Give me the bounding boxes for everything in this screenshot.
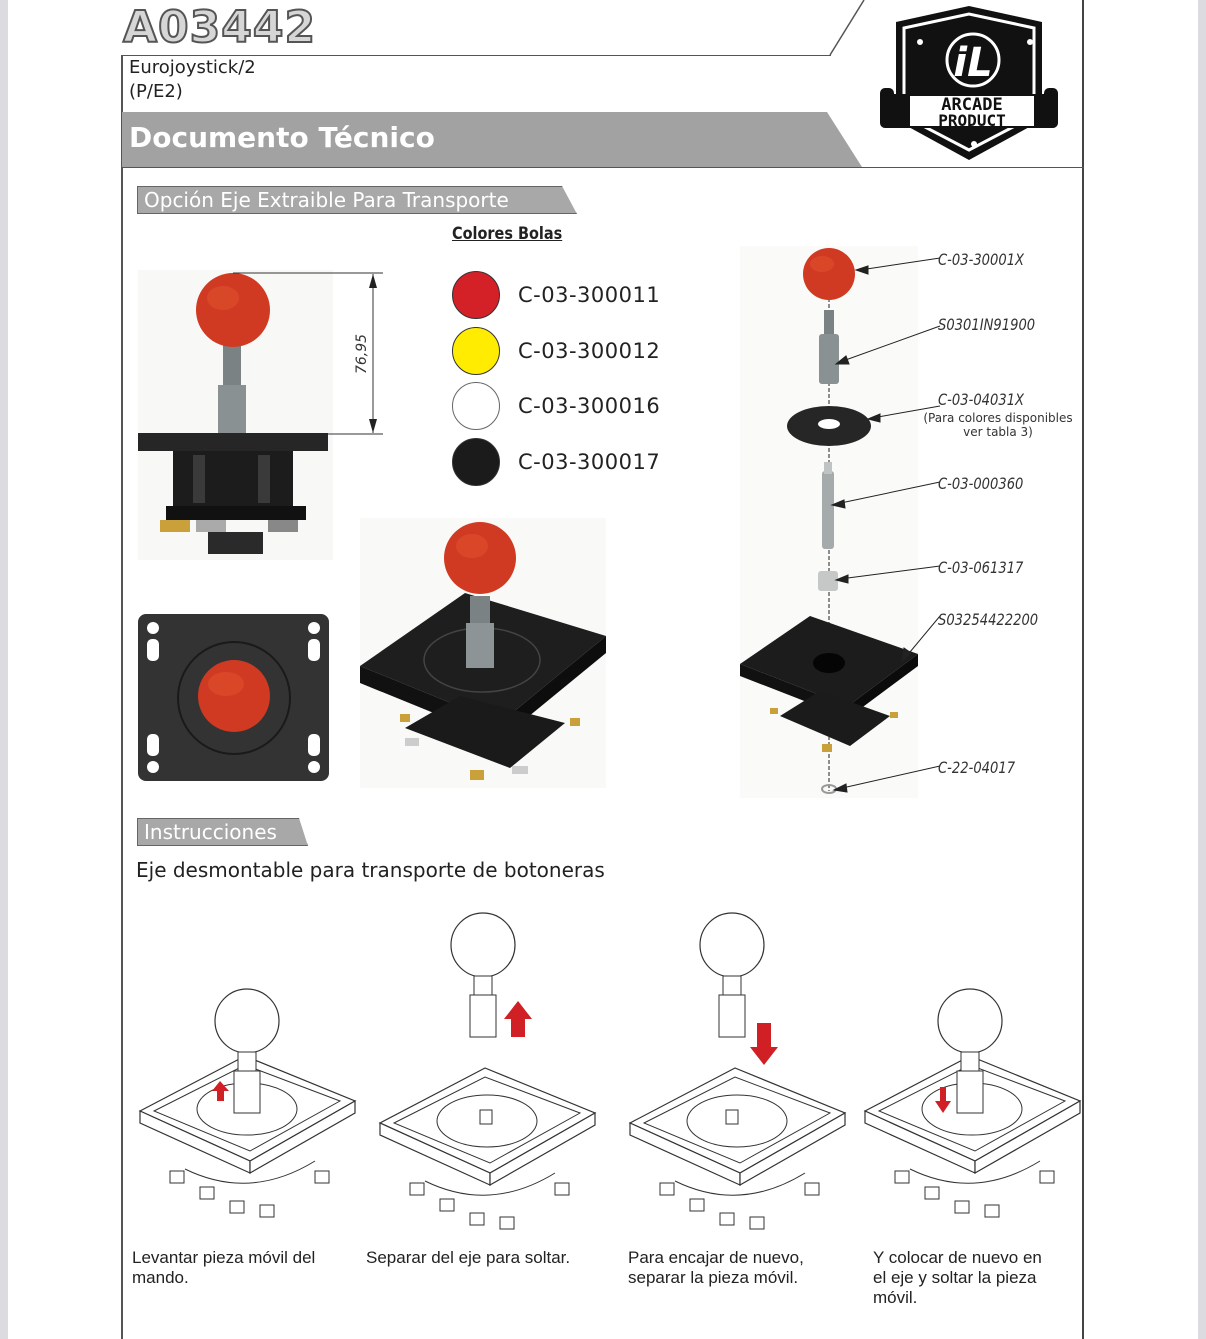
ball-color-row: C-03-300016 <box>452 382 660 430</box>
ball-color-code: C-03-300012 <box>518 339 661 363</box>
frame-border-right <box>1082 0 1084 1339</box>
joystick-isometric-illustration <box>360 518 606 788</box>
caption-line: Separar del eje para soltar. <box>366 1248 571 1267</box>
caption-line: el eje y soltar la pieza <box>873 1268 1037 1287</box>
viewer-margin-left <box>0 0 8 1339</box>
section-tab-transport: Opción Eje Extraible Para Transporte <box>137 186 577 214</box>
document-code: A03442 <box>122 1 317 54</box>
part-note-line: (Para colores disponibles <box>923 411 1073 425</box>
ball-color-row: C-03-300011 <box>452 271 660 319</box>
viewer-scrollbar-track[interactable] <box>1198 0 1206 1339</box>
logo-text-product: PRODUCT <box>938 111 1005 130</box>
black-ball-swatch <box>452 438 500 486</box>
exploded-view-illustration <box>740 246 941 798</box>
part-note: (Para colores disponibles ver tabla 3) <box>918 411 1078 439</box>
step-4-illustration <box>864 988 1081 1218</box>
ball-color-row: C-03-300012 <box>452 327 660 375</box>
document-header-title: Documento Técnico <box>129 121 435 154</box>
step-2-illustration <box>379 912 596 1230</box>
step-1-illustration <box>139 988 356 1218</box>
logo-monogram: iL <box>953 40 992 86</box>
ball-colors-title: Colores Bolas <box>452 224 563 244</box>
logo-text-arcade: ARCADE <box>941 95 1002 115</box>
part-label: C-22-04017 <box>938 758 1016 777</box>
caption-line: Y colocar de nuevo en <box>873 1248 1042 1267</box>
step-1-caption: Levantar pieza móvil del mando. <box>132 1248 315 1288</box>
step-4-caption: Y colocar de nuevo en el eje y soltar la… <box>873 1248 1042 1308</box>
ball-color-code: C-03-300017 <box>518 450 661 474</box>
part-label: C-03-061317 <box>938 558 1024 577</box>
product-variant: (P/E2) <box>129 81 183 102</box>
part-note-line: ver tabla 3) <box>963 425 1033 439</box>
caption-line: separar la pieza móvil. <box>628 1268 799 1287</box>
part-label: C-03-30001X <box>938 250 1025 269</box>
part-label: S0301IN91900 <box>938 315 1036 334</box>
instructions-subtitle: Eje desmontable para transporte de boton… <box>136 858 605 882</box>
part-label: C-03-000360 <box>938 474 1024 493</box>
joystick-top-view-illustration <box>138 614 329 781</box>
step-2-caption: Separar del eje para soltar. <box>366 1248 570 1268</box>
step-3-caption: Para encajar de nuevo, separar la pieza … <box>628 1248 804 1288</box>
caption-line: móvil. <box>873 1288 918 1307</box>
step-3-illustration <box>629 912 846 1230</box>
caption-line: Levantar pieza móvil del <box>132 1248 316 1267</box>
white-ball-swatch <box>452 382 500 430</box>
frame-border-left <box>121 55 123 1339</box>
section-tab-instructions: Instrucciones <box>137 818 308 846</box>
ball-color-code: C-03-300011 <box>518 283 661 307</box>
part-label: S03254422200 <box>938 610 1039 629</box>
document-header-bar <box>122 112 862 167</box>
caption-line: mando. <box>132 1268 189 1287</box>
product-name: Eurojoystick/2 <box>129 57 256 78</box>
frame-divider <box>121 167 1084 168</box>
red-ball-swatch <box>452 271 500 319</box>
instruction-steps-illustration <box>139 912 1081 1230</box>
ball-color-code: C-03-300016 <box>518 394 661 418</box>
joystick-side-view-illustration: 76,95 <box>138 270 383 560</box>
arcade-product-logo: iL ARCADE PRODUCT <box>880 6 1058 160</box>
dimension-label: 76,95 <box>354 334 370 374</box>
ball-color-row: C-03-300017 <box>452 438 660 486</box>
caption-line: Para encajar de nuevo, <box>628 1248 804 1267</box>
yellow-ball-swatch <box>452 327 500 375</box>
header-slant-line <box>829 0 865 56</box>
product-info: Eurojoystick/2 (P/E2) <box>129 56 256 104</box>
frame-divider <box>121 55 831 56</box>
part-label: C-03-04031X <box>938 390 1025 409</box>
document-page: A03442 Eurojoystick/2 (P/E2) Documento T… <box>8 0 1198 1339</box>
